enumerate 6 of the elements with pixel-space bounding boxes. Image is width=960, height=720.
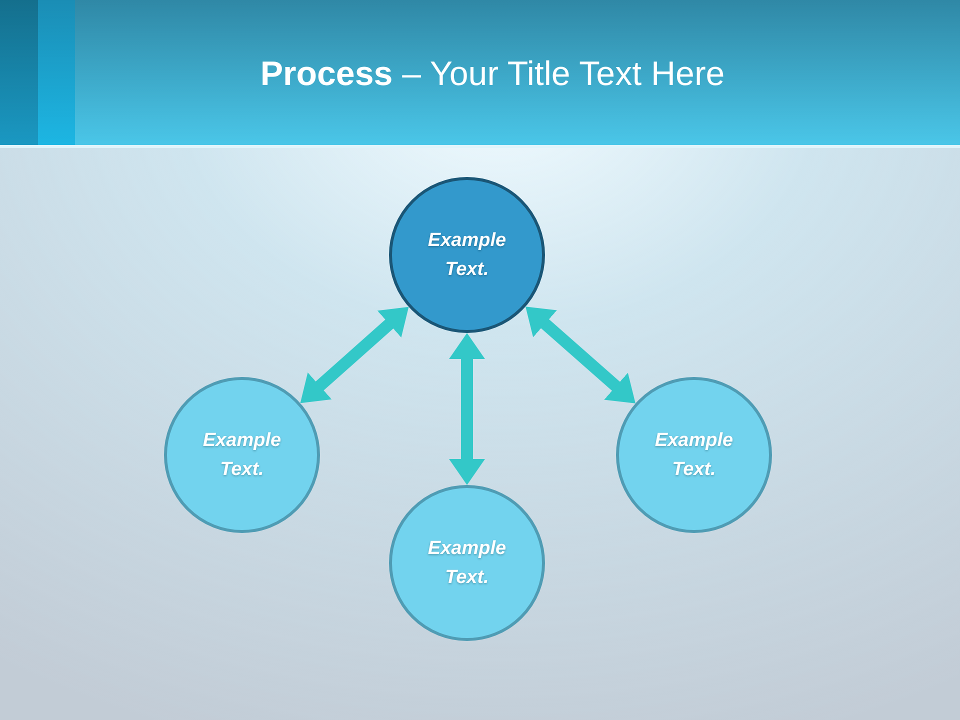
double-arrow [449, 333, 485, 485]
node-text: Example Text. [426, 537, 508, 590]
node-text: Example Text. [654, 429, 734, 482]
slide-title: Process – Your Title Text Here [259, 54, 726, 95]
node-text: Example Text. [202, 429, 282, 482]
node-text: Example Text. [426, 229, 508, 282]
